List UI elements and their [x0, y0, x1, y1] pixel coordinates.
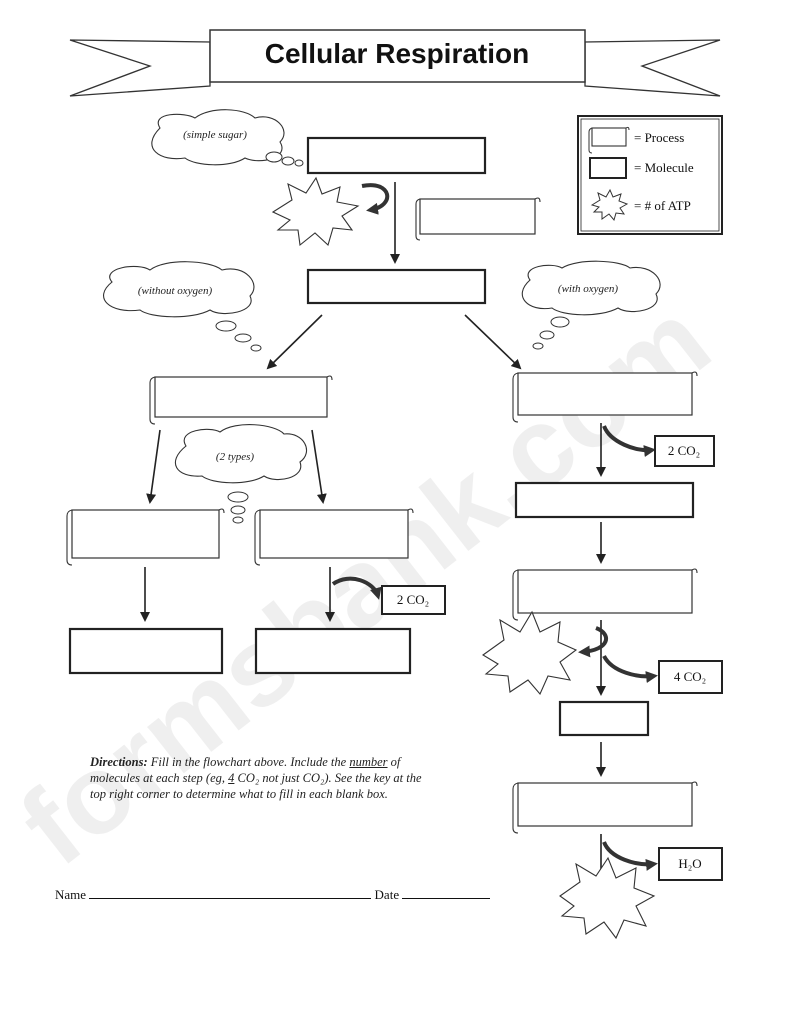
process-scroll-type-left[interactable] [66, 508, 225, 566]
date-input-line[interactable] [402, 886, 491, 899]
atp-burst-glycolysis[interactable] [271, 176, 360, 247]
directions-text: Directions: Fill in the flowchart above.… [90, 754, 430, 802]
molecule-box-krebs-product[interactable] [558, 700, 650, 737]
co2-krebs-text: 4 CO₂ [674, 669, 706, 684]
process-scroll-type-right[interactable] [254, 508, 414, 566]
cloud-simple-sugar: (simple sugar) [151, 109, 304, 167]
atp-burst-electron-transport[interactable] [559, 856, 656, 940]
label-box-co2-link: 2 CO₂ [654, 435, 715, 467]
cloud-label-without-oxygen: (without oxygen) [138, 285, 213, 297]
directions-part-1: Fill in the flowchart above. Include the [147, 755, 350, 769]
process-scroll-electron-transport[interactable] [512, 781, 698, 834]
label-box-co2-krebs: 4 CO₂ [658, 660, 723, 694]
label-box-co2-ferment: 2 CO₂ [381, 585, 446, 615]
directions-part-3: CO₂ not just CO₂). See the key at the to… [90, 771, 422, 801]
molecule-box-ferment-left[interactable] [68, 627, 224, 675]
key-molecule-label: = Molecule [634, 160, 694, 175]
directions-part-2: of molecules at each step (eg, [90, 755, 401, 785]
process-scroll-aerobic[interactable] [512, 371, 698, 423]
molecule-box-acetyl[interactable] [514, 481, 695, 519]
cloud-without-oxygen: (without oxygen) [103, 261, 262, 352]
water-text: H₂O [678, 856, 701, 871]
title-banner: Cellular Respiration [69, 29, 721, 97]
atp-burst-krebs[interactable] [481, 610, 578, 696]
name-label: Name [55, 887, 87, 902]
cloud-label-simple-sugar: (simple sugar) [183, 129, 247, 141]
legend-key: = Process = Molecule = # of ATP [577, 115, 723, 235]
page-title: Cellular Respiration [265, 38, 530, 69]
process-scroll-krebs[interactable] [512, 568, 698, 621]
name-date-row: Name Date [55, 886, 515, 903]
directions-underline-number: number [349, 755, 388, 769]
key-molecule-box-icon [589, 157, 627, 179]
cloud-with-oxygen: (with oxygen) [521, 260, 661, 350]
key-process-scroll-icon [588, 126, 630, 154]
co2-ferment-text: 2 CO₂ [397, 592, 429, 607]
flow-arrows [140, 182, 606, 878]
directions-underline-four: 4 [228, 771, 235, 785]
molecule-box-pyruvate[interactable] [306, 268, 487, 305]
key-process-label: = Process [634, 130, 684, 145]
cloud-label-two-types: (2 types) [216, 451, 255, 463]
curved-arrows [331, 183, 658, 871]
molecule-box-glucose[interactable] [306, 136, 487, 175]
key-atp-label: = # of ATP [634, 198, 691, 213]
molecule-box-ferment-right[interactable] [254, 627, 412, 675]
cloud-two-types: (2 types) [174, 424, 307, 524]
process-scroll-glycolysis[interactable] [415, 197, 541, 241]
cloud-label-with-oxygen: (with oxygen) [558, 283, 619, 295]
name-input-line[interactable] [89, 886, 372, 899]
key-atp-burst-icon [590, 188, 629, 222]
label-box-water: H₂O [658, 847, 723, 881]
co2-link-text: 2 CO₂ [668, 443, 700, 458]
date-label: Date [374, 887, 400, 902]
directions-lead: Directions: [90, 755, 148, 769]
process-scroll-fermentation[interactable] [149, 375, 333, 425]
